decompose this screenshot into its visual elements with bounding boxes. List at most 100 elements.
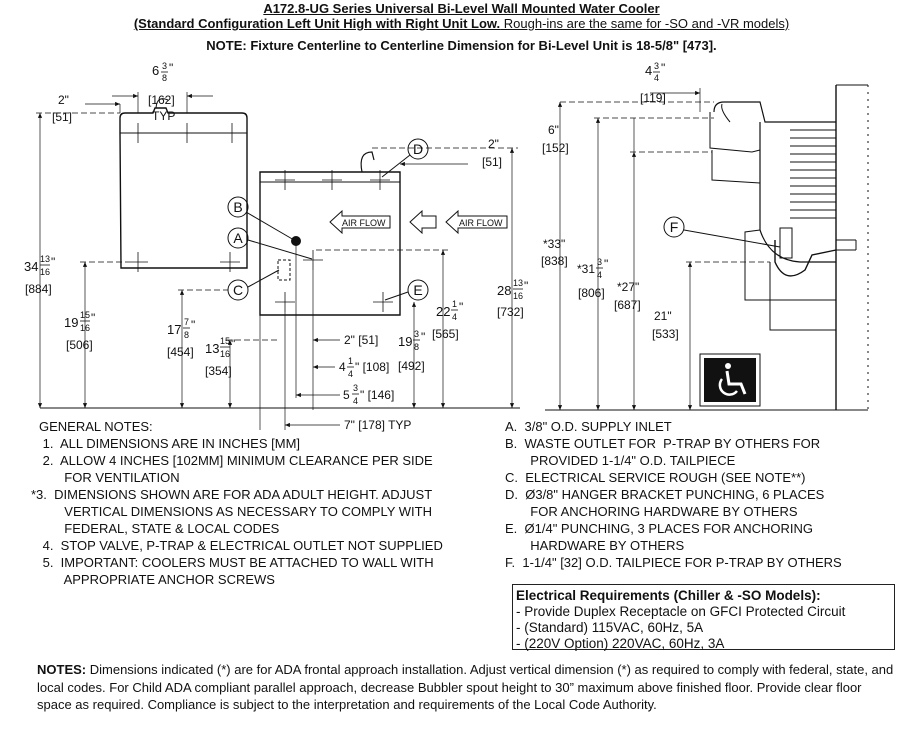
legend-notes: A. 3/8" O.D. SUPPLY INLET B. WASTE OUTLE… (505, 418, 842, 571)
dim-h28-mm: [732] (497, 305, 524, 319)
dim-w4-mm: " [108] (355, 360, 389, 374)
dim-h19-inch: " (91, 311, 95, 325)
right-bubbler (360, 151, 375, 173)
dim-w4: 4 (339, 360, 346, 374)
dim-w4-den: 4 (348, 369, 353, 379)
dim-left-offset-mm: [51] (52, 110, 72, 124)
legend-note-d: D. Ø3/8" HANGER BRACKET PUNCHING, 6 PLAC… (505, 487, 825, 502)
dim-top-width-den: 8 (162, 73, 167, 83)
dim-h19b: 19 (398, 334, 412, 349)
drawing-title: A172.8-UG Series Universal Bi-Level Wall… (263, 1, 660, 16)
callout-b-circle (227, 196, 249, 218)
legend-note-f: F. 1-1/4" [32] O.D. TAILPIECE FOR P-TRAP… (505, 555, 842, 570)
dim-h19b-inch: " (421, 330, 425, 344)
electrical-heading: Electrical Requirements (Chiller & -SO M… (516, 588, 821, 603)
legend-note-b: B. WASTE OUTLET FOR P-TRAP BY OTHERS FOR (505, 436, 821, 451)
centerline-note: NOTE: Fixture Centerline to Centerline D… (206, 38, 717, 53)
general-note-3c: FEDERAL, STATE & LOCAL CODES (39, 521, 280, 536)
dim-top-width-typ: TYP (152, 109, 175, 123)
dim-w5-mm: " [146] (360, 388, 394, 402)
dim-h28-den: 16 (513, 291, 523, 301)
callout-d-circle (407, 138, 429, 160)
dim-right-offset: 2" (488, 137, 499, 151)
dim-w5-num: 3 (353, 383, 358, 393)
airflow-arrow-left (329, 209, 391, 235)
dim-h28-num: 13 (513, 278, 523, 288)
legend-note-a: A. 3/8" O.D. SUPPLY INLET (505, 419, 672, 434)
dim-h13: 13 (205, 341, 219, 356)
electrical-box (277, 259, 291, 281)
dim-side-6-mm: [152] (542, 141, 569, 155)
dim-h13-den: 16 (220, 349, 230, 359)
dim-h34-inch: " (51, 255, 55, 269)
dim-side-31-mm: [806] (578, 286, 605, 300)
callout-d: D (413, 141, 423, 157)
dim-side-depth-den: 4 (654, 73, 659, 83)
dim-h13-num: 15 (220, 336, 230, 346)
mounting-crosshairs (128, 123, 393, 312)
dim-top-width-num: 3 (162, 61, 167, 71)
general-note-5b: APPROPRIATE ANCHOR SCREWS (39, 572, 275, 587)
electrical-requirements-box: Electrical Requirements (Chiller & -SO M… (512, 584, 895, 651)
electrical-line-1: - Provide Duplex Receptacle on GFCI Prot… (516, 604, 846, 619)
airflow-arrow-right (445, 209, 508, 235)
right-unit-body (259, 171, 401, 316)
dim-side-27-mm: [687] (614, 298, 641, 312)
callout-f: F (670, 219, 679, 235)
dim-h34-num: 13 (40, 254, 50, 264)
dim-w5: 5 (343, 388, 350, 402)
airflow-arrow-mid (409, 209, 437, 235)
dim-w4-num: 1 (348, 356, 353, 366)
dim-h17-inch: " (191, 318, 195, 332)
dim-w7: 7" [178] TYP (344, 418, 411, 432)
dim-h28: 28 (497, 283, 511, 298)
ada-wheelchair-icon (704, 358, 756, 402)
callout-b: B (233, 199, 242, 215)
general-note-3b: VERTICAL DIMENSIONS AS NECESSARY TO COMP… (39, 504, 432, 519)
general-note-4: 4. STOP VALVE, P-TRAP & ELECTRICAL OUTLE… (39, 538, 443, 553)
dim-h19b-den: 8 (414, 342, 419, 352)
dim-side-depth-inch: " (661, 61, 665, 75)
callout-a: A (233, 230, 243, 246)
dim-side-31-den: 4 (597, 270, 602, 280)
dim-top-width-mm: [162] (148, 93, 175, 107)
dim-side-6: 6" (548, 123, 559, 137)
legend-note-d2: FOR ANCHORING HARDWARE BY OTHERS (505, 504, 798, 519)
dim-h22-den: 4 (452, 312, 457, 322)
dim-side-depth-num: 3 (654, 61, 659, 71)
dim-h13-inch: " (231, 337, 235, 351)
dim-w2: 2" [51] (344, 333, 378, 347)
dim-side-21-mm: [533] (652, 327, 679, 341)
dim-h22-num: 1 (452, 299, 457, 309)
dim-w5-den: 4 (353, 396, 358, 406)
dim-h22-inch: " (459, 300, 463, 314)
general-note-1: 1. ALL DIMENSIONS ARE IN INCHES [MM] (39, 436, 301, 451)
general-notes: GENERAL NOTES: 1. ALL DIMENSIONS ARE IN … (31, 418, 443, 588)
dim-h17-den: 8 (184, 330, 189, 340)
airflow-label-1: AIR FLOW (342, 218, 386, 228)
dim-h17-num: 7 (184, 317, 189, 327)
dim-h17: 17 (167, 322, 181, 337)
left-unit-body (119, 107, 248, 269)
dim-side-33-mm: [838] (541, 254, 568, 268)
subtitle-bold: (Standard Configuration Left Unit High w… (133, 16, 501, 31)
general-notes-heading: GENERAL NOTES: (39, 419, 153, 434)
dim-side-31-inch: " (604, 257, 608, 271)
dim-side-depth-mm: [119] (640, 91, 666, 105)
electrical-line-3: - (220V Option) 220VAC, 60Hz, 3A (516, 636, 725, 651)
dim-h34: 34 (24, 259, 38, 274)
dim-h22-mm: [565] (432, 327, 459, 341)
dim-h17-mm: [454] (167, 345, 194, 359)
dim-side-31-num: 3 (597, 257, 602, 267)
footer-label: NOTES: (37, 662, 87, 677)
dim-h13-mm: [354] (205, 364, 232, 378)
legend-note-e2: HARDWARE BY OTHERS (505, 538, 685, 553)
dim-top-width: 6 (152, 63, 159, 78)
dim-h34-mm: [884] (25, 282, 52, 296)
dim-h34-den: 16 (40, 267, 50, 277)
dim-left-offset: 2" (58, 93, 69, 107)
callout-c: C (233, 282, 243, 298)
dim-h19-mm: [506] (66, 338, 93, 352)
dim-side-33: *33" (543, 237, 565, 251)
callout-a-circle (227, 227, 249, 249)
